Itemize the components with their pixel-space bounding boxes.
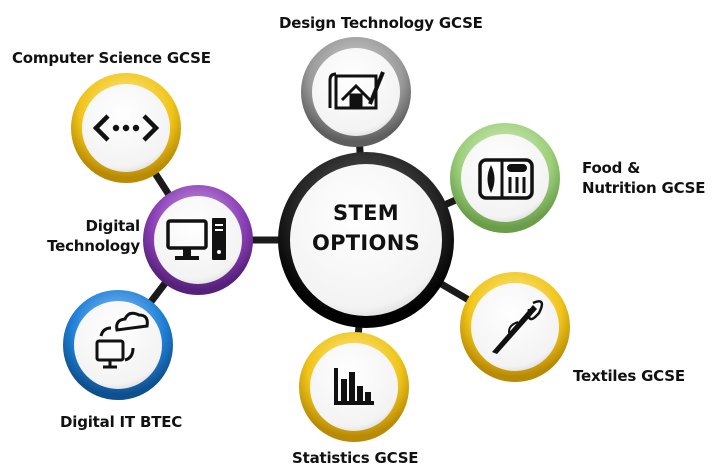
hub-title-line1: STEM [333, 201, 399, 225]
hub-node [278, 152, 454, 328]
hub-title: STEM OPTIONS [296, 198, 436, 258]
label-computer-science: Computer Science GCSE [12, 49, 211, 67]
node-design-technology [301, 37, 411, 147]
label-food-nutrition: Food & Nutrition GCSE [582, 158, 706, 198]
label-food-nutrition-line2: Nutrition GCSE [582, 179, 706, 197]
bar-chart-icon [334, 368, 374, 405]
label-design-technology: Design Technology GCSE [279, 14, 483, 32]
label-digital-technology-line2: Technology [47, 237, 140, 255]
node-textiles [460, 272, 570, 382]
hub-title-line2: OPTIONS [311, 231, 421, 255]
desktop-computer-icon [166, 218, 226, 260]
code-brackets-icon [92, 114, 160, 142]
needle-thread-icon [492, 300, 544, 354]
label-food-nutrition-line1: Food & [582, 159, 641, 177]
node-digital-it-btec [63, 290, 173, 400]
node-digital-technology [143, 185, 253, 295]
cloud-sync-computer-icon [95, 311, 149, 369]
node-computer-science [71, 73, 181, 183]
label-digital-technology: Digital Technology [36, 216, 140, 256]
node-food-nutrition [450, 123, 560, 233]
label-digital-technology-line1: Digital [85, 217, 140, 235]
label-digital-it-btec: Digital IT BTEC [60, 413, 183, 431]
label-statistics: Statistics GCSE [292, 449, 419, 467]
node-statistics [299, 332, 409, 442]
label-textiles: Textiles GCSE [573, 367, 685, 385]
fish-tray-icon [478, 158, 534, 200]
blueprint-house-icon [328, 71, 385, 110]
